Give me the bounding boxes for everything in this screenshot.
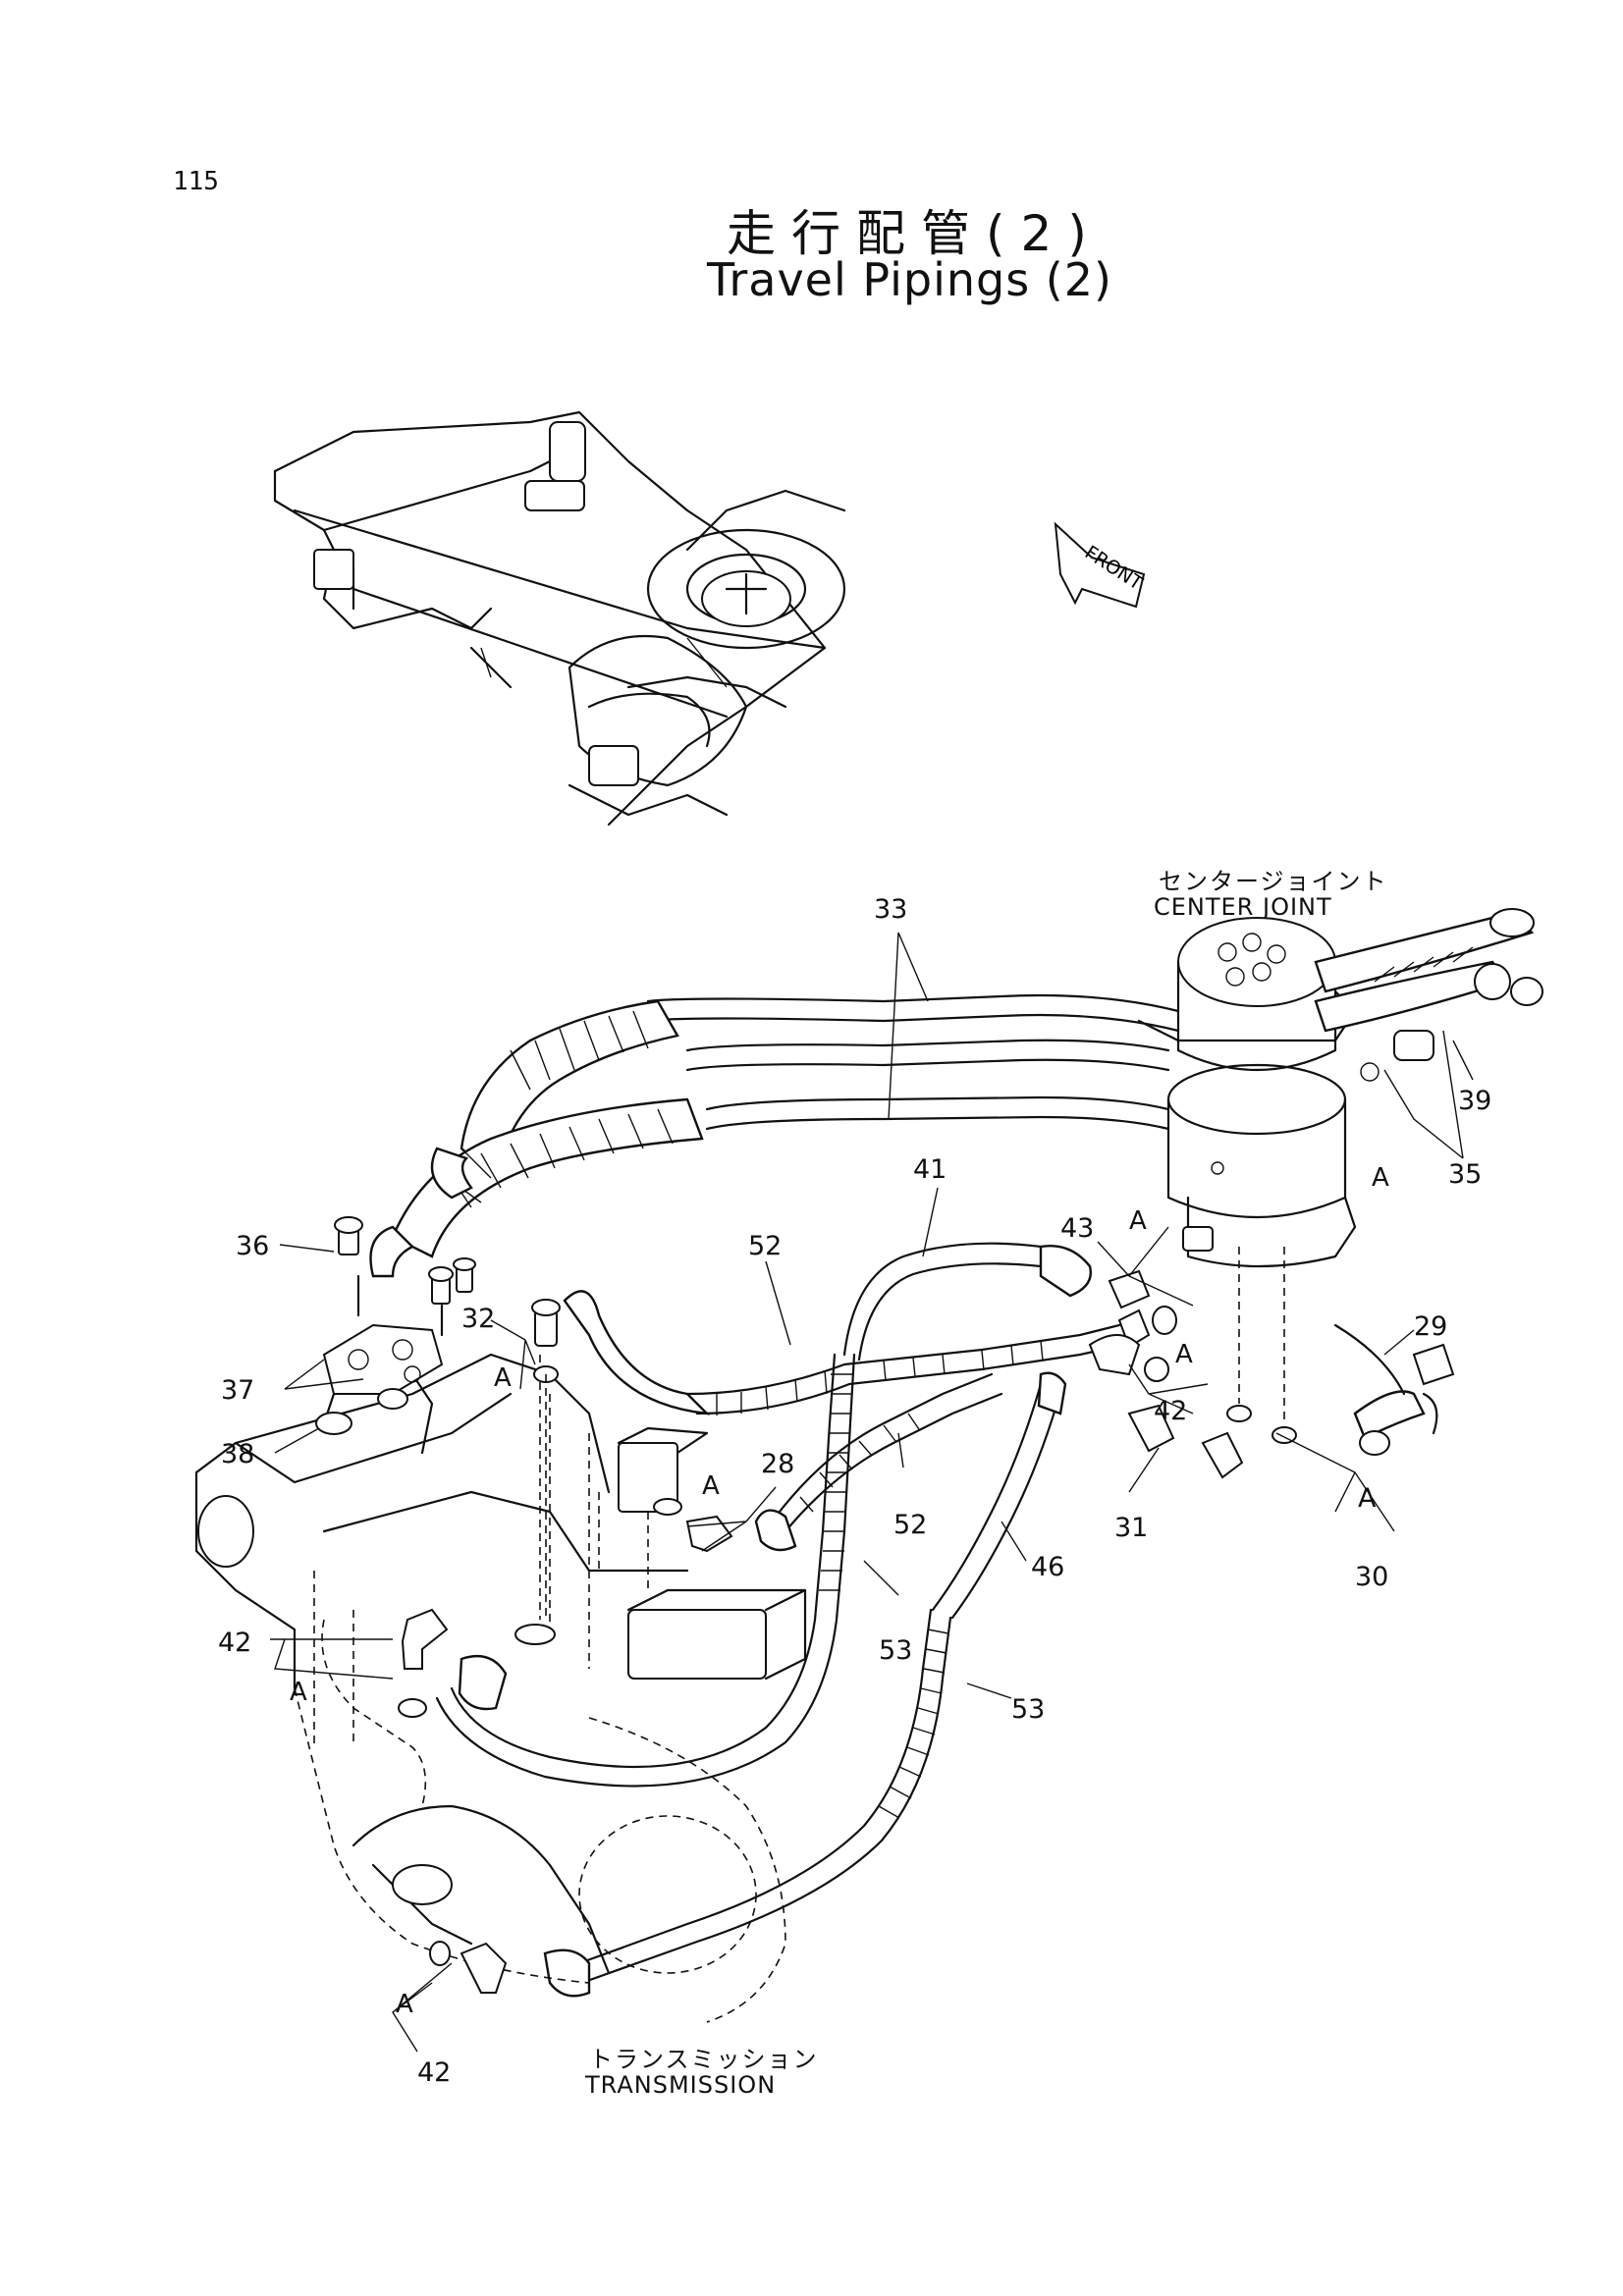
callout-41: 41 [913, 1154, 947, 1185]
center-joint-upper-hoses [1314, 908, 1543, 1082]
callout-52-lower: 52 [893, 1510, 927, 1540]
transmission-housing [294, 1588, 807, 2023]
fittings [398, 1247, 1455, 1994]
callout-a-right: A [1358, 1483, 1377, 1514]
callout-42-left: 42 [218, 1628, 251, 1658]
a-marker-4: A [494, 1363, 512, 1393]
transmission-label-en: TRANSMISSION [585, 2071, 777, 2099]
a-marker-1: A [1372, 1163, 1389, 1193]
control-valve-block [194, 1353, 709, 1747]
callout-42-right: 42 [1154, 1396, 1187, 1426]
callout-38: 38 [221, 1439, 254, 1469]
callout-31: 31 [1114, 1513, 1148, 1543]
callout-43: 43 [1060, 1213, 1094, 1244]
center-joint-label-jp: センタージョイント [1159, 868, 1388, 895]
center-joint-assembly [1137, 917, 1357, 1268]
page-number: 115 [173, 167, 219, 196]
machine-overview-sketch [273, 410, 846, 827]
title-japanese: 走行配管(2) [727, 205, 1103, 262]
hose-52-lower [754, 1372, 1003, 1552]
callout-30: 30 [1355, 1562, 1388, 1592]
section-a-markers: A A A A A A A [290, 1163, 1389, 2019]
hose-46 [931, 1371, 1067, 1620]
hose-41 [842, 1242, 1092, 1362]
a-marker-7: A [396, 1990, 413, 2019]
center-joint-label-en: CENTER JOINT [1154, 893, 1332, 921]
a-marker-3: A [1175, 1340, 1193, 1369]
front-direction-arrow: FRONT [1054, 521, 1147, 609]
leader-lines [270, 932, 1474, 2053]
hose-53-lower [543, 1608, 952, 1998]
travel-pipes-33 [369, 993, 1180, 1278]
a-marker-5: A [702, 1471, 720, 1501]
callout-52-upper: 52 [748, 1231, 782, 1261]
flange-37-and-seals-38 [315, 1216, 476, 1435]
a-marker-6: A [290, 1678, 307, 1707]
callout-39: 39 [1458, 1086, 1491, 1116]
callout-32: 32 [461, 1304, 495, 1334]
hose-53-upper [435, 1353, 856, 1788]
callout-53-lower: 53 [1011, 1694, 1045, 1725]
callout-29: 29 [1414, 1311, 1447, 1342]
callout-46: 46 [1031, 1552, 1064, 1582]
a-marker-2: A [1129, 1206, 1147, 1236]
callout-28: 28 [761, 1449, 794, 1479]
transmission-label-jp: トランスミッション [589, 2046, 819, 2073]
title-english: Travel Pipings (2) [707, 253, 1112, 306]
callout-37: 37 [221, 1375, 254, 1406]
callout-35: 35 [1448, 1159, 1482, 1190]
callout-33: 33 [874, 894, 907, 925]
callout-53-upper: 53 [879, 1635, 912, 1666]
callout-36: 36 [236, 1231, 269, 1261]
callout-42-bottom: 42 [417, 2057, 451, 2088]
callout-labels: 33 39 35 43 41 36 52 29 32 37 42 38 28 3… [218, 894, 1491, 2088]
